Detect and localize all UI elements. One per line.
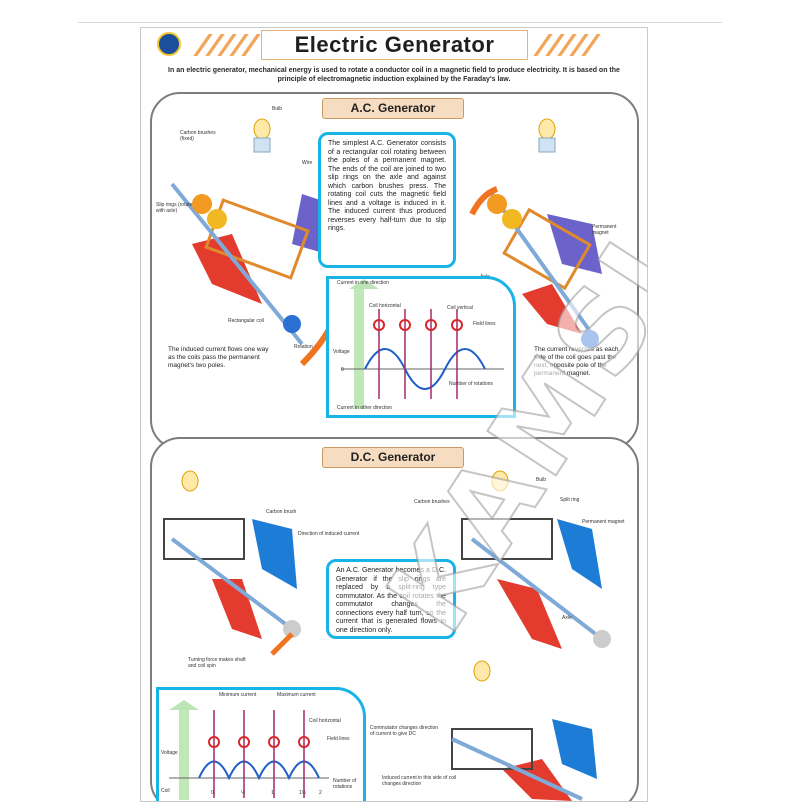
dc-carbon-brushes-label: Carbon brushes bbox=[414, 499, 450, 505]
ac-graph-bottom-label: Current in other direction bbox=[337, 405, 393, 411]
ac-left-generator-illustration bbox=[170, 118, 335, 367]
dc-graph-tick-2: 1 bbox=[271, 790, 274, 796]
dc-permanent-magnet-label: Permanent magnet bbox=[582, 519, 625, 525]
dc-right-generator-illustration bbox=[461, 470, 611, 649]
ac-permanent-magnet-label: Permanent magnet bbox=[592, 224, 617, 236]
dc-induced-current-label: Induced current in this side of coil cha… bbox=[382, 775, 457, 787]
publisher-logo bbox=[157, 32, 181, 56]
ac-graph-coil-horizontal: Coil horizontal bbox=[369, 303, 401, 309]
bulb-icon bbox=[491, 470, 509, 492]
dc-turning-force-label: Turning force makes shaft and coil spin bbox=[188, 657, 246, 669]
dc-bulb-label: Bulb bbox=[536, 477, 547, 483]
dc-graph-rotations: Number of rotations bbox=[333, 778, 357, 790]
dc-commutator-label: Commutator changes direction of current … bbox=[370, 725, 439, 737]
ac-wire-label: Wire bbox=[302, 160, 313, 166]
dc-direction-current-label: Direction of induced current bbox=[298, 531, 360, 537]
dc-description-box: An A.C. Generator becomes a D.C. Generat… bbox=[326, 559, 456, 639]
dc-illustrations bbox=[163, 470, 611, 801]
ac-caption-right: The current reverses as each side of the… bbox=[534, 346, 619, 377]
page-divider bbox=[78, 22, 722, 23]
dc-left-generator-illustration bbox=[163, 470, 301, 656]
dc-generator-panel: D.C. Generator bbox=[150, 437, 639, 801]
dc-graph-field-lines: Field lines bbox=[327, 736, 350, 742]
ac-generator-panel: A.C. Generator bbox=[150, 92, 639, 450]
dc-axle-label: Axle bbox=[562, 615, 572, 621]
dc-graph-tick-4: 2 bbox=[319, 790, 322, 796]
dc-graph-voltage: Voltage bbox=[161, 750, 178, 756]
dc-heading: D.C. Generator bbox=[322, 447, 464, 468]
ac-graph-field-lines: Field lines bbox=[473, 321, 496, 327]
ac-current-graph: Current in one direction Coil horizontal… bbox=[326, 276, 516, 418]
poster-header: Electric Generator bbox=[141, 28, 647, 62]
dc-split-ring-label: Split ring bbox=[560, 497, 580, 503]
ac-bulb-label: Bulb bbox=[272, 106, 283, 112]
ac-carbon-brushes-label: Carbon brushes (fixed) bbox=[180, 130, 216, 142]
ac-right-generator-illustration bbox=[469, 118, 602, 348]
poster-title: Electric Generator bbox=[294, 32, 495, 57]
ac-caption-left: The induced current flows one way as the… bbox=[168, 346, 269, 369]
dc-graph-tick-0: 0 bbox=[211, 790, 214, 796]
poster-title-box: Electric Generator bbox=[261, 30, 528, 60]
ac-slip-rings-label: Slip rings (rotate with axle) bbox=[156, 202, 193, 214]
ac-graph-rotations: Number of rotations bbox=[449, 381, 493, 387]
dc-current-graph: Minimum current Maximum current Coil hor… bbox=[156, 687, 366, 801]
ac-graph-zero: 0 bbox=[341, 367, 344, 373]
ac-heading: A.C. Generator bbox=[322, 98, 464, 119]
ac-rotation-label: Rotation bbox=[294, 344, 313, 350]
bulb-icon bbox=[473, 660, 491, 682]
dc-bottom-generator-illustration bbox=[451, 660, 597, 801]
ac-description-box: The simplest A.C. Generator consists of … bbox=[318, 132, 456, 268]
dc-graph-minimum-current: Minimum current bbox=[219, 692, 257, 698]
intro-text: In an electric generator, mechanical ene… bbox=[168, 67, 620, 83]
dc-graph-coil: Coil bbox=[161, 788, 170, 794]
bulb-icon bbox=[253, 118, 271, 140]
dc-carbon-brush-label: Carbon brush bbox=[266, 509, 297, 515]
generator-poster: Electric Generator In an electric genera… bbox=[140, 27, 648, 802]
dc-graph-maximum-current: Maximum current bbox=[277, 692, 316, 698]
ac-rectangular-coil-label: Rectangular coil bbox=[228, 318, 264, 324]
ac-graph-coil-vertical: Coil vertical bbox=[447, 305, 473, 311]
bulb-icon bbox=[538, 118, 556, 140]
ac-graph-voltage: Voltage bbox=[333, 349, 350, 355]
bulb-icon bbox=[181, 470, 199, 492]
dc-graph-tick-1: ½ bbox=[241, 790, 246, 796]
dc-graph-tick-3: 1½ bbox=[299, 790, 306, 796]
ac-graph-top-label: Current in one direction bbox=[337, 280, 389, 286]
dc-graph-coil-horizontal: Coil horizontal bbox=[309, 718, 341, 724]
